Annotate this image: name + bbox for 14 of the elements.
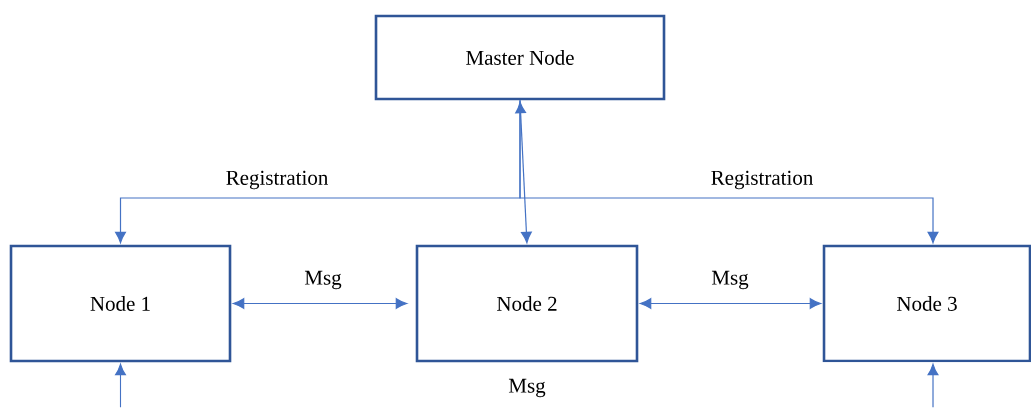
- process-box: Node 1: [9, 244, 232, 363]
- process-box: Node 3: [822, 244, 1031, 363]
- arrow: [639, 298, 822, 309]
- arrow: [515, 101, 532, 244]
- edge-label: Registration: [709, 169, 815, 191]
- arrow: [232, 298, 408, 309]
- arrow: [115, 363, 126, 408]
- edge-label: Registration: [224, 169, 330, 191]
- arrow: [519, 99, 939, 244]
- edge-label: Msg: [710, 269, 750, 291]
- process-box: Master Node: [374, 14, 666, 101]
- edge-label: Msg: [303, 269, 343, 291]
- arrow: [927, 363, 939, 408]
- process-box: Node 2: [415, 244, 639, 363]
